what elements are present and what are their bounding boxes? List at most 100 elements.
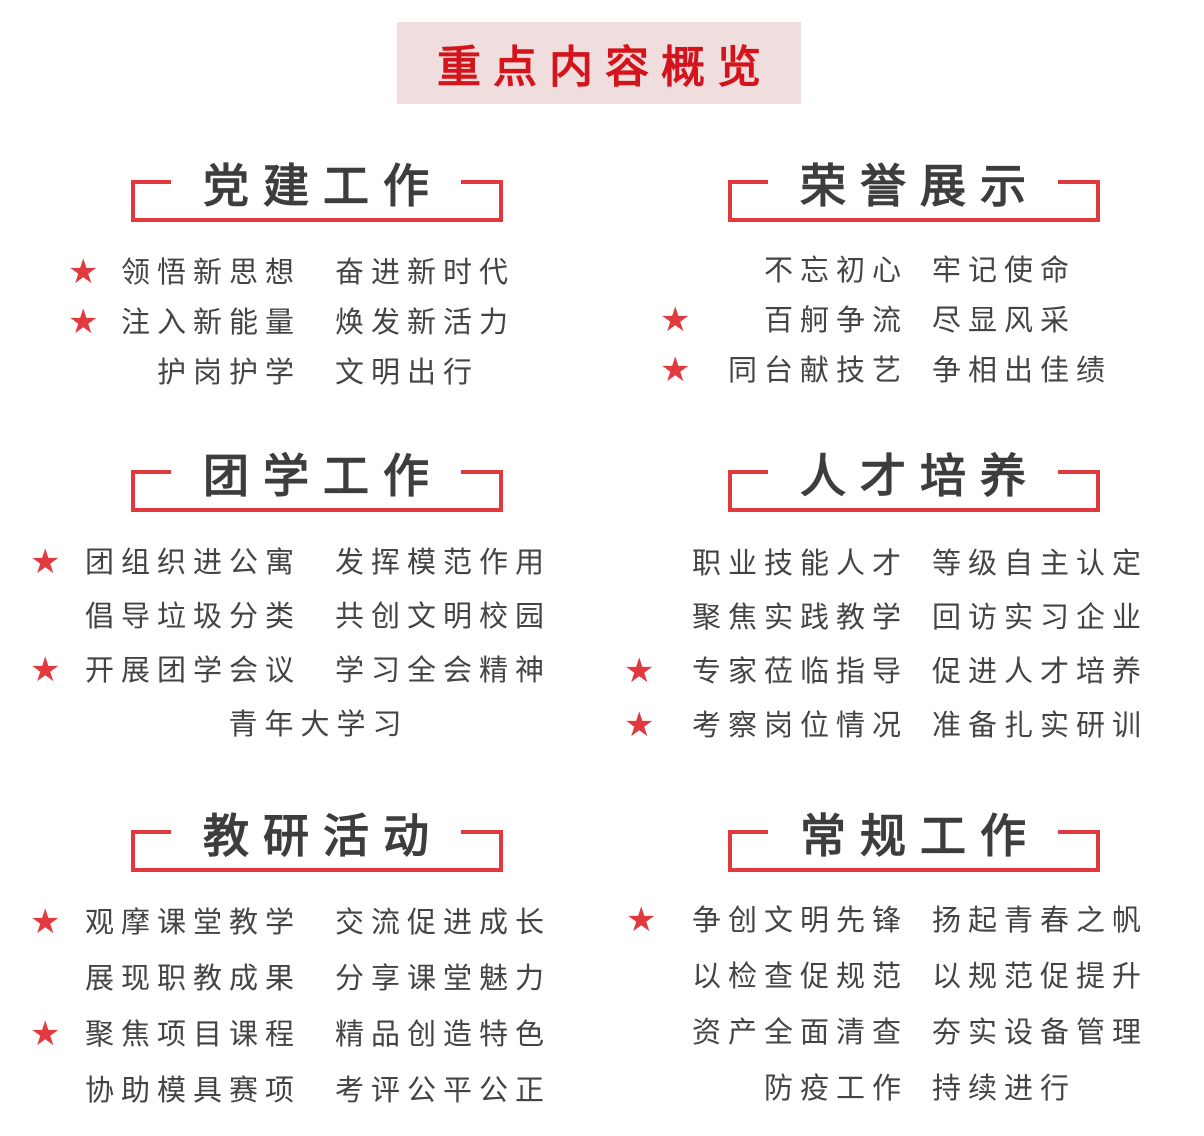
item-left-text: 考察岗位情况 xyxy=(691,708,908,742)
title-bracket xyxy=(131,180,503,222)
section-title: 党建工作 xyxy=(130,150,502,216)
star-icon: ★ xyxy=(624,651,655,691)
star-icon: ★ xyxy=(30,1014,61,1054)
star-icon: ★ xyxy=(660,300,691,340)
item-right-text: 奋进新时代 xyxy=(335,255,516,289)
section-routine-work: 常规工作★争创文明先锋扬起青春之帆以检查促规范以规范促提升资产全面清查夯实设备管… xyxy=(597,800,1204,1136)
item-right-text: 学习全会精神 xyxy=(335,653,552,687)
section-title: 荣誉展示 xyxy=(727,150,1099,216)
section-title: 教研活动 xyxy=(130,800,502,866)
item-left-text: 以检查促规范 xyxy=(691,959,908,993)
item-right-text: 回访实习企业 xyxy=(932,600,1149,634)
item-left-text: 不忘初心 xyxy=(763,253,908,287)
section-title: 常规工作 xyxy=(727,800,1099,866)
section-honors: 荣誉展示不忘初心牢记使命 ★ 百舸争流尽显风采 ★ 同台献技艺争相出佳绩 xyxy=(597,150,1204,435)
item-left-text: 护岗护学 xyxy=(156,355,301,389)
item-left-text: 开展团学会议 xyxy=(84,653,301,687)
list-item: ★考察岗位情况准备扎实研训 xyxy=(597,705,1204,745)
item-left-text: 聚焦实践教学 xyxy=(691,600,908,634)
item-right-text: 以规范促提升 xyxy=(932,959,1149,993)
item-left-text: 防疫工作 xyxy=(763,1071,908,1105)
item-right-text: 尽显风采 xyxy=(932,303,1077,337)
item-right-text: 准备扎实研训 xyxy=(932,708,1149,742)
item-left-text: 聚焦项目课程 xyxy=(84,1017,301,1051)
list-item: 聚焦实践教学回访实习企业 xyxy=(597,597,1204,637)
item-right-text: 焕发新活力 xyxy=(335,305,516,339)
list-item: 以检查促规范以规范促提升 xyxy=(597,956,1204,996)
title-bracket xyxy=(728,470,1100,512)
list-item: ★ 观摩课堂教学交流促进成长 xyxy=(0,902,597,942)
list-item: ★ 注入新能量焕发新活力 xyxy=(0,302,597,342)
list-item: 倡导垃圾分类共创文明校园 xyxy=(0,596,597,636)
list-item: ★ 开展团学会议学习全会精神 xyxy=(0,650,597,690)
section-youth-league: 团学工作★团组织进公寓发挥模范作用倡导垃圾分类共创文明校园★开展团学会议学习全会… xyxy=(0,440,597,790)
item-left-text: 争创文明先锋 xyxy=(691,903,908,937)
list-item: 协助模具赛项考评公平公正 xyxy=(0,1070,597,1110)
item-left-text: 百舸争流 xyxy=(763,303,908,337)
list-item: ★ 专家莅临指导促进人才培养 xyxy=(597,651,1204,691)
item-right-text: 文明出行 xyxy=(335,355,480,389)
item-right-text: 分享课堂魅力 xyxy=(335,961,552,995)
list-item: ★ 百舸争流尽显风采 xyxy=(597,300,1204,340)
section-title-text: 常规工作 xyxy=(768,809,1058,863)
item-left-text: 领悟新思想 xyxy=(120,255,301,289)
item-left-text: 协助模具赛项 xyxy=(84,1073,301,1107)
section-title: 团学工作 xyxy=(130,440,502,506)
list-item: ★ 领悟新思想奋进新时代 xyxy=(0,252,597,292)
list-item: 护岗护学文明出行 xyxy=(0,352,597,392)
list-item: 不忘初心牢记使命 xyxy=(597,250,1204,290)
star-icon: ★ xyxy=(30,902,61,942)
star-icon: ★ xyxy=(660,350,691,390)
star-icon: ★ xyxy=(68,252,99,292)
list-item: 展现职教成果分享课堂魅力 xyxy=(0,958,597,998)
header-banner: 重点内容概览 xyxy=(397,22,801,104)
item-right-text: 争相出佳绩 xyxy=(932,353,1113,387)
title-bracket xyxy=(131,470,503,512)
item-left-text: 团组织进公寓 xyxy=(84,545,301,579)
item-text: 青年大学习 xyxy=(228,707,409,741)
title-bracket xyxy=(728,180,1100,222)
list-item: 资产全面清查夯实设备管理 xyxy=(597,1012,1204,1052)
item-right-text: 夯实设备管理 xyxy=(932,1015,1149,1049)
title-bracket xyxy=(131,830,503,872)
list-item: ★ 团组织进公寓发挥模范作用 xyxy=(0,542,597,582)
item-right-text: 等级自主认定 xyxy=(932,546,1149,580)
section-talent-training: 人才培养职业技能人才等级自主认定聚焦实践教学回访实习企业★专家莅临指导促进人才培… xyxy=(597,440,1204,790)
item-left-text: 倡导垃圾分类 xyxy=(84,599,301,633)
section-title-text: 教研活动 xyxy=(171,809,461,863)
item-right-text: 交流促进成长 xyxy=(335,905,552,939)
title-bracket xyxy=(728,830,1100,872)
item-left-text: 观摩课堂教学 xyxy=(84,905,301,939)
item-right-text: 考评公平公正 xyxy=(335,1073,552,1107)
section-title: 人才培养 xyxy=(727,440,1099,506)
star-icon: ★ xyxy=(626,900,657,940)
item-right-text: 持续进行 xyxy=(932,1071,1077,1105)
item-left-text: 专家莅临指导 xyxy=(691,654,908,688)
item-right-text: 发挥模范作用 xyxy=(335,545,552,579)
star-icon: ★ xyxy=(68,302,99,342)
list-item: 青年大学习 xyxy=(0,704,597,744)
item-right-text: 精品创造特色 xyxy=(335,1017,552,1051)
section-party-building: 党建工作★领悟新思想奋进新时代★注入新能量焕发新活力护岗护学文明出行 xyxy=(0,150,597,435)
star-icon: ★ xyxy=(30,542,61,582)
item-right-text: 牢记使命 xyxy=(932,253,1077,287)
item-left-text: 展现职教成果 xyxy=(84,961,301,995)
list-item: 防疫工作持续进行 xyxy=(597,1068,1204,1108)
item-left-text: 资产全面清查 xyxy=(691,1015,908,1049)
section-title-text: 人才培养 xyxy=(768,449,1058,503)
item-left-text: 职业技能人才 xyxy=(691,546,908,580)
list-item: ★ 聚焦项目课程精品创造特色 xyxy=(0,1014,597,1054)
item-right-text: 共创文明校园 xyxy=(335,599,552,633)
item-right-text: 扬起青春之帆 xyxy=(932,903,1149,937)
item-left-text: 注入新能量 xyxy=(120,305,301,339)
section-teaching-research: 教研活动★观摩课堂教学交流促进成长展现职教成果分享课堂魅力★聚焦项目课程精品创造… xyxy=(0,800,597,1136)
page-title: 重点内容概览 xyxy=(437,42,773,93)
section-title-text: 荣誉展示 xyxy=(768,159,1058,213)
item-right-text: 促进人才培养 xyxy=(932,654,1149,688)
list-item: 职业技能人才等级自主认定 xyxy=(597,543,1204,583)
star-icon: ★ xyxy=(30,650,61,690)
item-left-text: 同台献技艺 xyxy=(727,353,908,387)
list-item: ★ 同台献技艺争相出佳绩 xyxy=(597,350,1204,390)
section-title-text: 党建工作 xyxy=(171,159,461,213)
